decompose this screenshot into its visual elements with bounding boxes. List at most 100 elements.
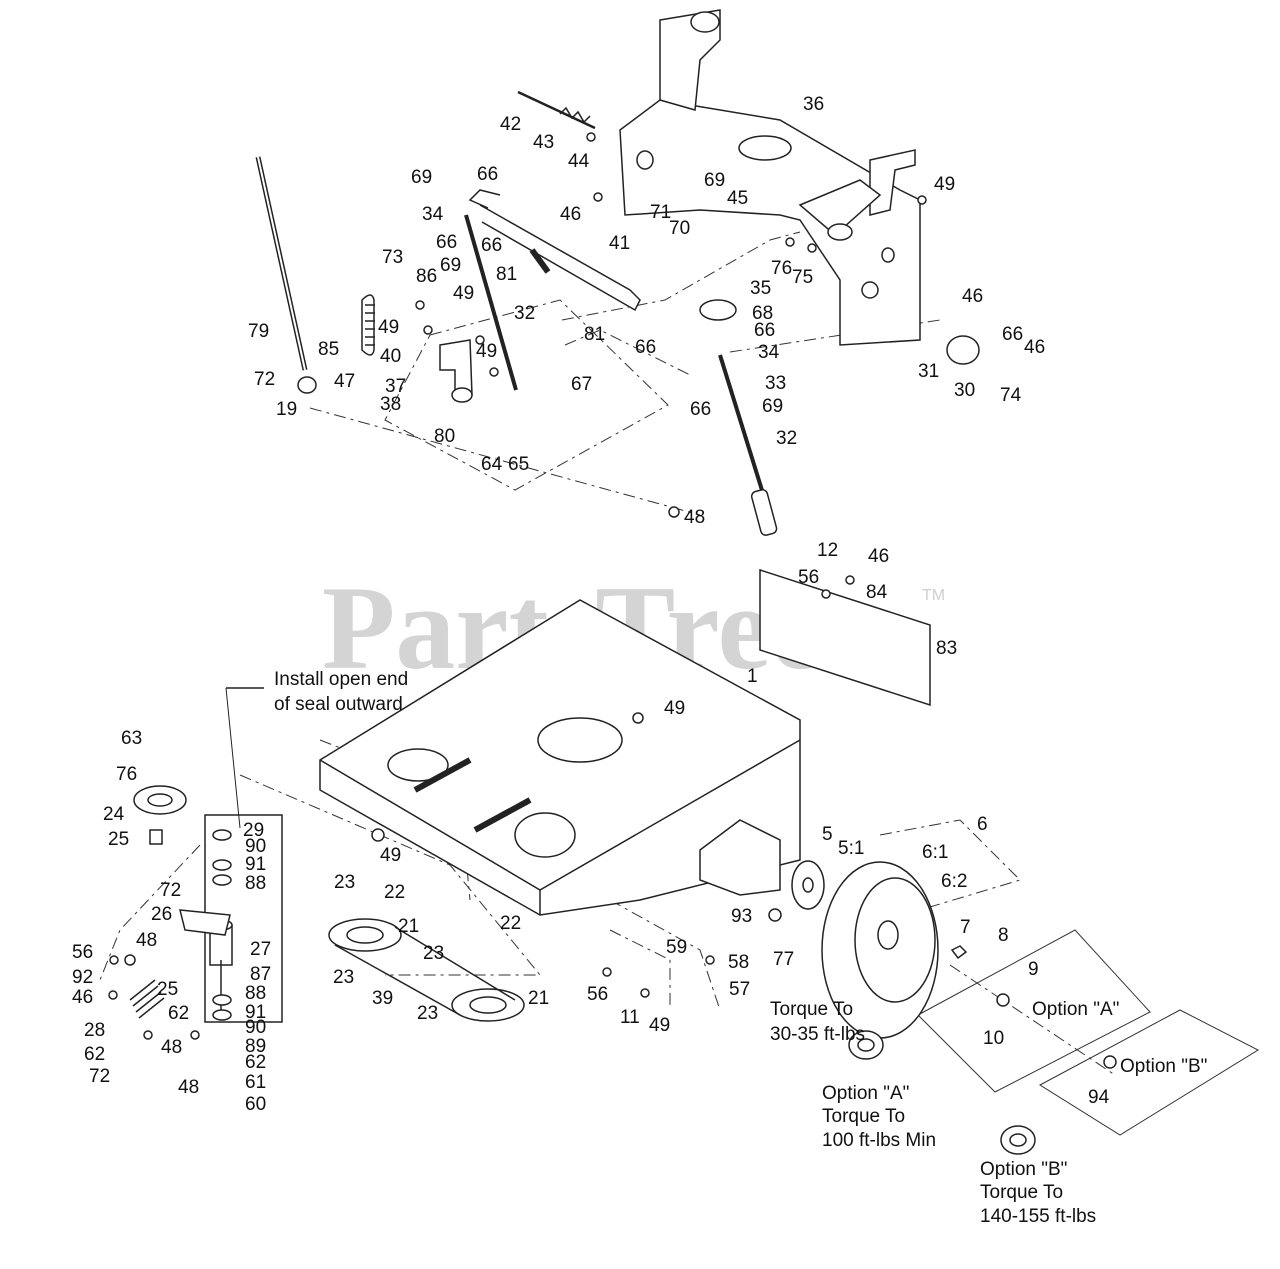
callout-56-chassis: 56: [587, 984, 608, 1005]
option-a-line2: Torque To: [822, 1106, 905, 1127]
callout-32-lower: 32: [776, 428, 797, 449]
callout-66-shaft: 66: [635, 337, 656, 358]
option-a-line3: 100 ft-lbs Min: [822, 1130, 936, 1151]
callout-21-upper: 21: [398, 916, 419, 937]
callout-46-bracket: 46: [868, 546, 889, 567]
callout-65: 65: [508, 454, 529, 475]
seal-note-line1: Install open end: [274, 669, 408, 690]
callout-62-upper: 62: [168, 1003, 189, 1024]
callout-10: 10: [983, 1028, 1004, 1049]
callout-66-right: 66: [1002, 324, 1023, 345]
callout-48-upper: 48: [684, 507, 705, 528]
callout-34-top: 34: [422, 204, 444, 225]
callout-74: 74: [1000, 385, 1022, 406]
callout-49-left: 49: [378, 317, 399, 338]
callout-81-lower: 81: [584, 324, 605, 345]
callout-64: 64: [481, 454, 503, 475]
callout-23-top: 23: [334, 872, 355, 893]
option-b-nut-icon: [1000, 1125, 1036, 1155]
callout-38: 38: [380, 394, 401, 415]
callout-30: 30: [954, 380, 975, 401]
callout-1: 1: [747, 666, 758, 687]
callout-58: 58: [728, 952, 749, 973]
callout-93: 93: [731, 906, 752, 927]
callout-56-left: 56: [72, 942, 93, 963]
callout-92: 92: [72, 967, 93, 988]
callout-89: 89: [245, 1036, 266, 1057]
callout-69-top: 69: [411, 167, 432, 188]
watermark-trademark: TM: [922, 587, 945, 604]
callout-69-frame: 69: [704, 170, 725, 191]
callout-25-lower: 25: [157, 979, 178, 1000]
callout-79: 79: [248, 321, 269, 342]
callout-94: 94: [1088, 1087, 1110, 1108]
callout-19: 19: [276, 399, 297, 420]
callout-46-far-right: 46: [1024, 337, 1045, 358]
callout-22-right: 22: [500, 913, 521, 934]
callout-88-lower: 88: [245, 983, 266, 1004]
seal-note-pointer: [225, 687, 241, 829]
callout-49-plate: 49: [649, 1015, 670, 1036]
callout-29: 29: [243, 820, 264, 841]
callout-91-upper: 91: [245, 854, 266, 875]
torque-77-line2: 30-35 ft-lbs: [770, 1024, 865, 1045]
callout-72-spindle: 72: [160, 880, 181, 901]
option-a-line1: Option "A": [822, 1083, 909, 1104]
callout-labels: 36 42 43 44 49 69 66 34 46 71 69 70 45 6…: [72, 94, 1110, 1115]
option-b-line2: Torque To: [980, 1182, 1063, 1203]
callout-48-bottom: 48: [178, 1077, 199, 1098]
callout-23-left: 23: [333, 967, 354, 988]
callout-70: 70: [669, 218, 690, 239]
callout-28: 28: [84, 1020, 105, 1041]
wheel-assembly: [791, 860, 968, 1039]
upper-frame-36: [619, 9, 921, 346]
callout-66-knob: 66: [754, 320, 775, 341]
pulley-belt-assembly: [133, 785, 525, 1022]
callout-72-left: 72: [254, 369, 275, 390]
callout-27: 27: [250, 939, 271, 960]
callout-37: 37: [385, 376, 406, 397]
callout-26: 26: [151, 904, 172, 925]
callout-35: 35: [750, 278, 771, 299]
callout-48-left-lower: 48: [161, 1037, 182, 1058]
hardware-items: [108, 132, 1117, 1069]
callout-62-lower-right: 62: [245, 1052, 266, 1073]
callout-45: 45: [727, 188, 748, 209]
callout-6: 6: [977, 814, 988, 835]
callout-31: 31: [918, 361, 939, 382]
option-a-nut-icon: [848, 1030, 884, 1060]
callout-69-rod: 69: [762, 396, 783, 417]
callout-56-bracket: 56: [798, 567, 819, 588]
callout-77: 77: [773, 949, 794, 970]
callout-47: 47: [334, 371, 355, 392]
callout-33: 33: [765, 373, 786, 394]
idler-spindle-assembly: [129, 814, 283, 1023]
callout-66-rod: 66: [690, 399, 711, 420]
callout-46-frame: 46: [560, 204, 581, 225]
chassis-1: [319, 568, 931, 916]
callout-8: 8: [998, 925, 1009, 946]
option-a-label: Option "A": [1032, 999, 1119, 1020]
callout-81-top: 81: [496, 264, 517, 285]
callout-5-1: 5:1: [838, 838, 864, 859]
callout-44: 44: [568, 151, 590, 172]
callout-43: 43: [533, 132, 554, 153]
callout-85: 85: [318, 339, 339, 360]
callout-59: 59: [666, 937, 687, 958]
callout-49-arm: 49: [476, 341, 497, 362]
seal-note-line2: of seal outward: [274, 694, 403, 715]
callout-22-left: 22: [384, 882, 405, 903]
callout-76-pulley: 76: [116, 764, 137, 785]
callout-60: 60: [245, 1094, 266, 1115]
callout-88-upper: 88: [245, 873, 266, 894]
option-b-line3: 140-155 ft-lbs: [980, 1206, 1096, 1227]
callout-61: 61: [245, 1072, 266, 1093]
callout-42: 42: [500, 114, 521, 135]
callout-9: 9: [1028, 959, 1039, 980]
callout-67: 67: [571, 374, 592, 395]
callout-36: 36: [803, 94, 824, 115]
callout-63: 63: [121, 728, 142, 749]
callout-66-top: 66: [477, 164, 498, 185]
callout-41: 41: [609, 233, 630, 254]
